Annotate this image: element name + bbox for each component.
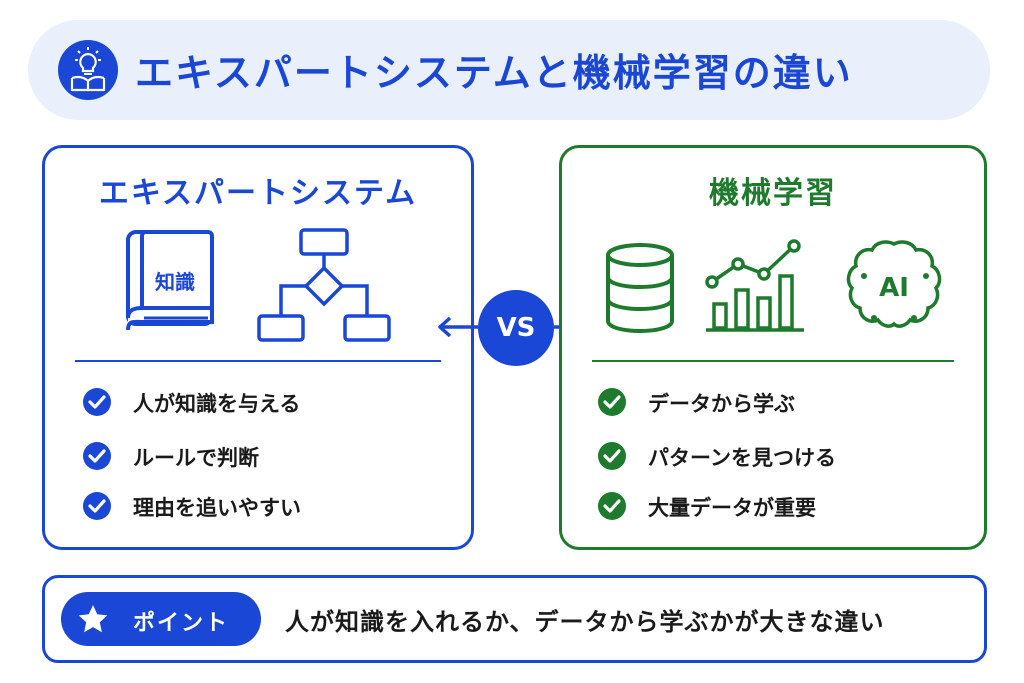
star-icon bbox=[78, 605, 108, 633]
check-icon bbox=[83, 492, 111, 520]
point-box: ポイント 人が知識を入れるか、データから学ぶかが大きな違い bbox=[42, 575, 987, 663]
point-label: ポイント bbox=[133, 611, 230, 636]
database-icon bbox=[604, 243, 676, 335]
check-icon bbox=[598, 492, 626, 520]
item-text: データから学ぶ bbox=[648, 392, 795, 416]
flowchart-icon bbox=[257, 228, 392, 346]
machine-learning-heading: 機械学習 bbox=[709, 176, 837, 211]
item-text: ルールで判断 bbox=[133, 446, 259, 470]
point-text: 人が知識を入れるか、データから学ぶかが大きな違い bbox=[285, 608, 885, 636]
item-text: 理由を追いやすい bbox=[133, 496, 301, 520]
page-title: エキスパートシステムと機械学習の違い bbox=[135, 51, 853, 95]
book-icon bbox=[120, 228, 220, 340]
expert-system-heading: エキスパートシステム bbox=[98, 176, 418, 211]
right-divider bbox=[592, 360, 954, 362]
expert-system-panel: エキスパートシステム 知識 人が知識を与える ルールで判断 理由を追いやすい bbox=[42, 145, 474, 550]
check-icon bbox=[598, 388, 626, 416]
bar-chart-icon bbox=[704, 238, 806, 334]
ai-brain-icon: AI bbox=[844, 236, 944, 336]
left-arrow-icon bbox=[438, 316, 478, 338]
book-label: 知識 bbox=[155, 270, 195, 294]
machine-learning-panel: 機械学習 AI bbox=[559, 145, 987, 550]
check-icon bbox=[83, 388, 111, 416]
item-text: 人が知識を与える bbox=[133, 392, 301, 416]
vs-badge: VS bbox=[478, 290, 554, 366]
item-text: パターンを見つける bbox=[648, 446, 836, 470]
point-badge: ポイント bbox=[61, 592, 261, 646]
left-divider bbox=[75, 360, 441, 362]
item-text: 大量データが重要 bbox=[648, 496, 816, 520]
ai-label: AI bbox=[879, 273, 909, 303]
check-icon bbox=[83, 442, 111, 470]
lightbulb-book-icon bbox=[58, 40, 118, 100]
title-banner bbox=[28, 20, 990, 120]
check-icon bbox=[598, 442, 626, 470]
